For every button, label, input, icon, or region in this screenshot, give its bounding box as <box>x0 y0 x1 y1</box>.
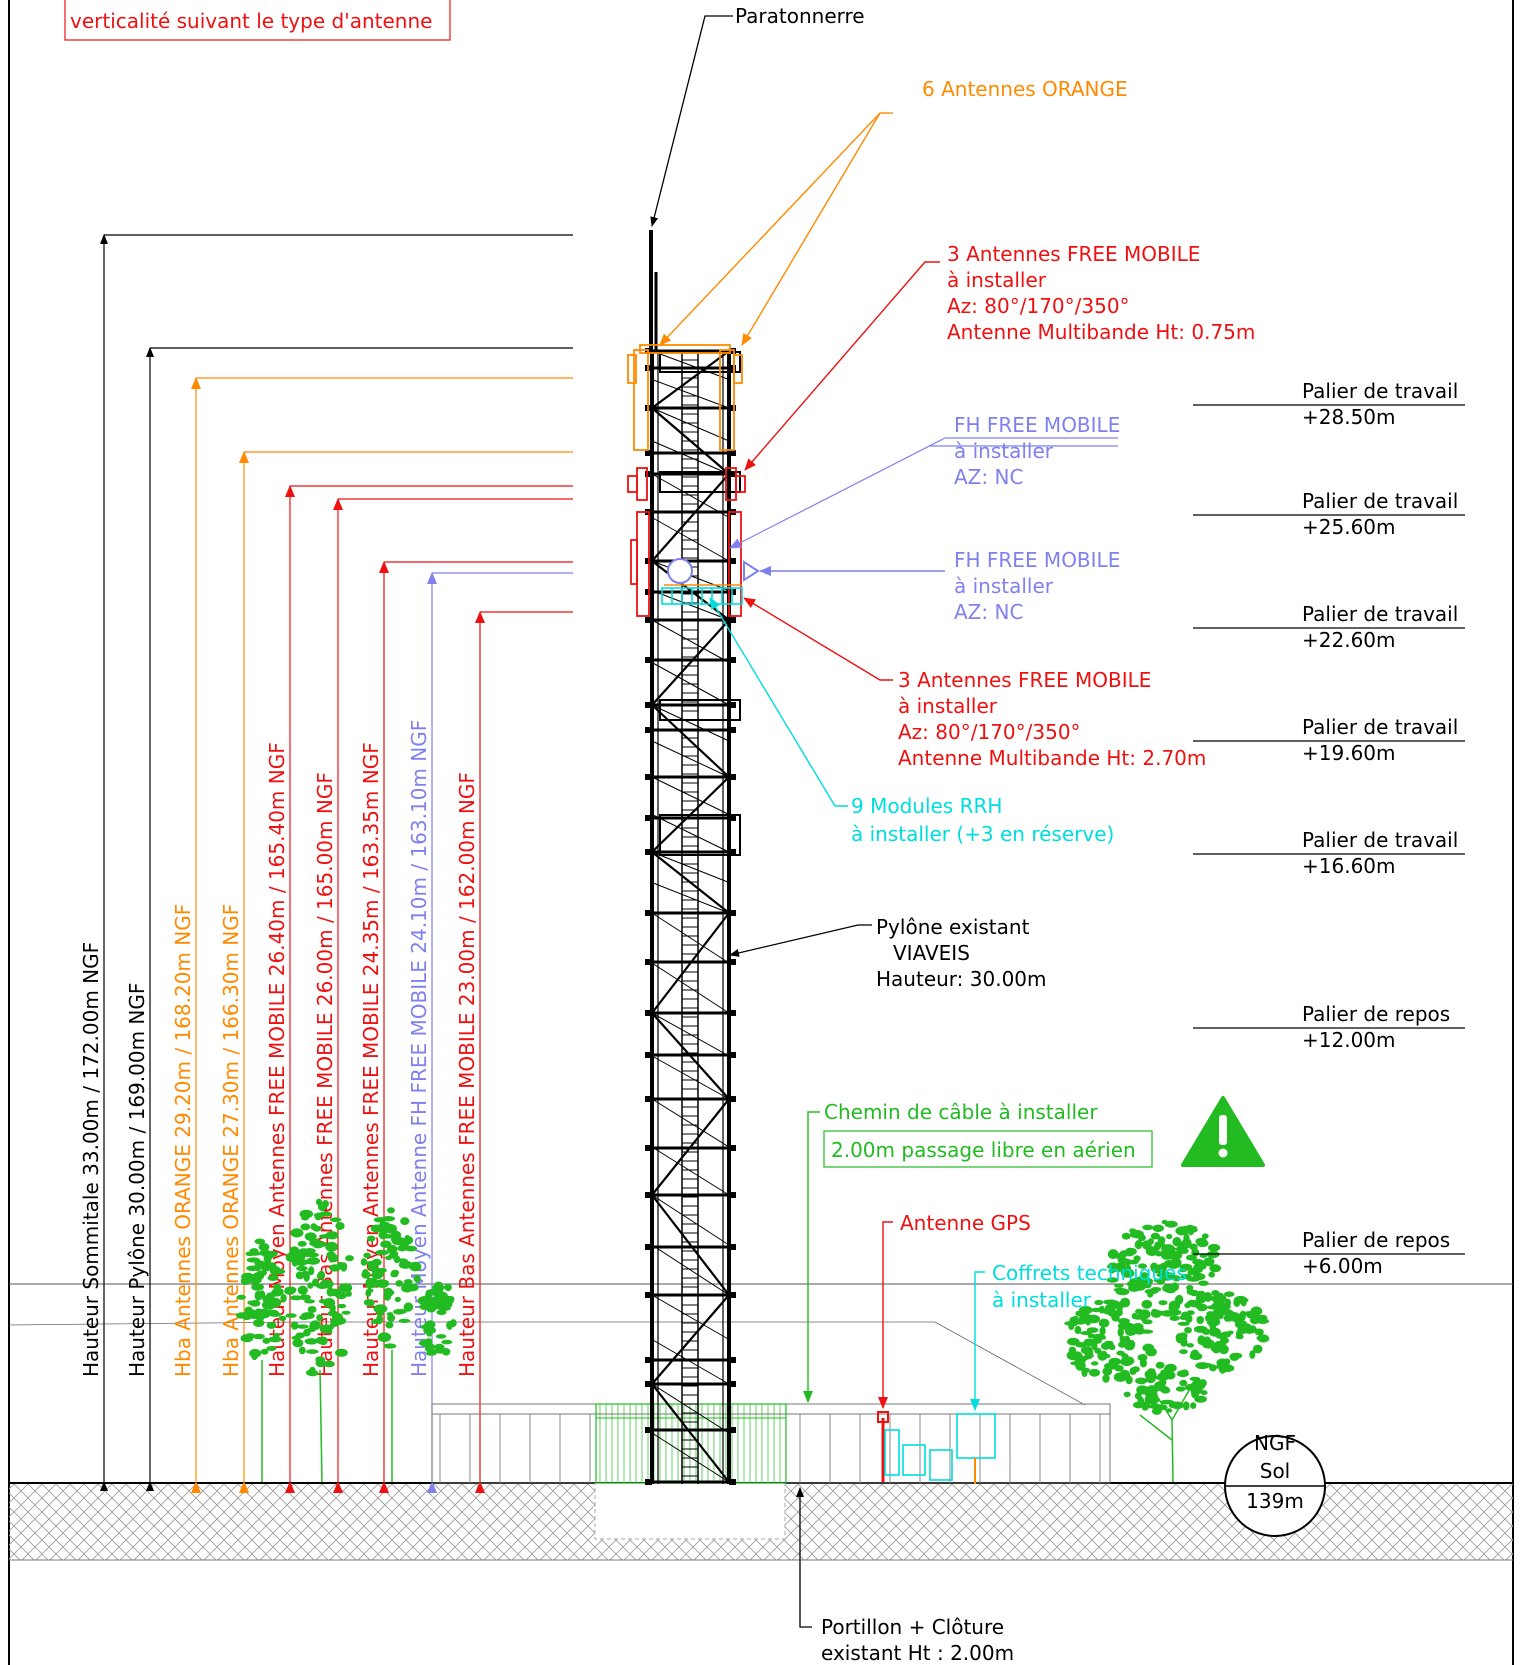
svg-text:Pylône existant: Pylône existant <box>876 915 1030 939</box>
palier-level: +22.60m <box>1302 628 1396 652</box>
palier-title: Palier de travail <box>1302 379 1458 403</box>
svg-text:Hauteur: 30.00m: Hauteur: 30.00m <box>876 967 1047 991</box>
rrh-label: 9 Modules RRH à installer (+3 en réserve… <box>851 794 1114 846</box>
svg-text:à installer: à installer <box>898 694 998 718</box>
free-bottom-label: 3 Antennes FREE MOBILE à installer Az: 8… <box>898 668 1206 770</box>
terrain-line <box>8 1321 1086 1406</box>
svg-text:3 Antennes FREE MOBILE: 3 Antennes FREE MOBILE <box>898 668 1151 692</box>
cable-label: Chemin de câble à installer <box>824 1100 1098 1124</box>
fh1-label: FH FREE MOBILE à installer AZ: NC <box>954 413 1120 489</box>
note-text: verticalité suivant le type d'antenne <box>70 9 432 33</box>
orange-antennas <box>627 344 743 451</box>
palier-title: Palier de travail <box>1302 828 1458 852</box>
palier-level: +16.60m <box>1302 854 1396 878</box>
svg-text:Az: 80°/170°/350°: Az: 80°/170°/350° <box>947 294 1130 318</box>
height-label-9: Hauteur Bas Antennes FREE MOBILE 23.00m … <box>455 772 479 1377</box>
svg-text:9 Modules RRH: 9 Modules RRH <box>851 794 1002 818</box>
svg-text:FH FREE MOBILE: FH FREE MOBILE <box>954 413 1120 437</box>
palier-title: Palier de repos <box>1302 1228 1450 1252</box>
palier-level: +25.60m <box>1302 515 1396 539</box>
portillon-label: Portillon + Clôture existant Ht : 2.00m <box>821 1615 1014 1665</box>
tower-foundation <box>594 1482 786 1540</box>
free-mobile-antennas-top <box>627 467 746 501</box>
palier-6: Palier de repos+12.00m <box>1193 1002 1465 1052</box>
ground-section <box>9 1482 1513 1561</box>
svg-text:existant Ht : 2.00m: existant Ht : 2.00m <box>821 1641 1014 1665</box>
height-label-1: Hauteur Sommitale 33.00m / 172.00m NGF <box>79 942 103 1377</box>
cable-box <box>823 1130 1153 1168</box>
svg-text:3 Antennes FREE MOBILE: 3 Antennes FREE MOBILE <box>947 242 1200 266</box>
palier-title: Palier de travail <box>1302 602 1458 626</box>
palier-5: Palier de travail+16.60m <box>1193 828 1465 878</box>
height-label-4: Hba Antennes ORANGE 27.30m / 166.30m NGF <box>219 904 243 1377</box>
portillon-gate <box>595 1403 787 1484</box>
palier-level: +12.00m <box>1302 1028 1396 1052</box>
ngf-sol-badge: NGF Sol 139m <box>1224 1431 1326 1537</box>
height-dimension-chains: Hauteur Sommitale 33.00m / 172.00m NGF Ha… <box>79 234 573 1493</box>
svg-text:AZ: NC: AZ: NC <box>954 465 1023 489</box>
palier-level: +6.00m <box>1302 1254 1383 1278</box>
pylone-label: Pylône existant VIAVEIS Hauteur: 30.00m <box>876 915 1047 991</box>
free-top-label: 3 Antennes FREE MOBILE à installer Az: 8… <box>947 242 1255 344</box>
svg-text:VIAVEIS: VIAVEIS <box>893 941 970 965</box>
coffrets-label: Coffrets techniques à installer <box>992 1261 1187 1312</box>
palier-7: Palier de repos+6.00m <box>1193 1228 1465 1278</box>
fh-dish <box>667 558 760 584</box>
cable-box-label: 2.00m passage libre en aérien <box>831 1138 1136 1162</box>
palier-1: Palier de travail+28.50m <box>1193 379 1465 429</box>
svg-text:Portillon + Clôture: Portillon + Clôture <box>821 1615 1004 1639</box>
trees <box>235 1198 1270 1483</box>
svg-text:Az: 80°/170°/350°: Az: 80°/170°/350° <box>898 720 1081 744</box>
svg-text:à installer: à installer <box>954 439 1054 463</box>
paratonnerre-label: Paratonnerre <box>735 4 865 28</box>
gps-label: Antenne GPS <box>900 1211 1031 1235</box>
height-label-2: Hauteur Pylône 30.00m / 169.00m NGF <box>125 983 149 1377</box>
svg-text:à installer: à installer <box>992 1288 1092 1312</box>
height-label-3: Hba Antennes ORANGE 29.20m / 168.20m NGF <box>171 904 195 1377</box>
svg-text:AZ: NC: AZ: NC <box>954 600 1023 624</box>
warning-icon <box>1181 1096 1265 1167</box>
svg-text:à installer: à installer <box>947 268 1047 292</box>
fh2-label: FH FREE MOBILE à installer AZ: NC <box>954 548 1120 624</box>
leader-lines <box>650 15 1118 1628</box>
svg-text:Coffrets techniques: Coffrets techniques <box>992 1261 1187 1285</box>
svg-text:NGF: NGF <box>1254 1431 1296 1455</box>
technical-cabinets <box>884 1413 996 1481</box>
palier-3: Palier de travail+22.60m <box>1193 602 1465 652</box>
palier-title: Palier de travail <box>1302 715 1458 739</box>
existing-fence <box>431 1403 1111 1484</box>
svg-text:Antenne Multibande Ht: 2.70m: Antenne Multibande Ht: 2.70m <box>898 746 1206 770</box>
frame-border <box>8 0 1514 1665</box>
palier-title: Palier de repos <box>1302 1002 1450 1026</box>
palier-level: +19.60m <box>1302 741 1396 765</box>
svg-text:FH FREE MOBILE: FH FREE MOBILE <box>954 548 1120 572</box>
palier-2: Palier de travail+25.60m <box>1193 489 1465 539</box>
pylone-lattice-tower <box>645 230 741 1485</box>
svg-text:Antenne Multibande Ht: 0.75m: Antenne Multibande Ht: 0.75m <box>947 320 1255 344</box>
svg-text:Sol: Sol <box>1260 1459 1291 1483</box>
palier-4: Palier de travail+19.60m <box>1193 715 1465 765</box>
palier-title: Palier de travail <box>1302 489 1458 513</box>
height-label-5: Hauteur Moyen Antennes FREE MOBILE 26.40… <box>265 742 289 1377</box>
palier-level: +28.50m <box>1302 405 1396 429</box>
free-mobile-antennas-bottom <box>630 511 742 617</box>
svg-text:139m: 139m <box>1246 1489 1304 1513</box>
callout-labels: Paratonnerre 6 Antennes ORANGE 3 Antenne… <box>735 4 1255 1665</box>
note-box: verticalité suivant le type d'antenne <box>64 0 451 41</box>
gps-antenna <box>877 1411 889 1482</box>
svg-text:à installer (+3 en réserve): à installer (+3 en réserve) <box>851 822 1114 846</box>
svg-text:à installer: à installer <box>954 574 1054 598</box>
orange-antennas-label: 6 Antennes ORANGE <box>922 77 1128 101</box>
